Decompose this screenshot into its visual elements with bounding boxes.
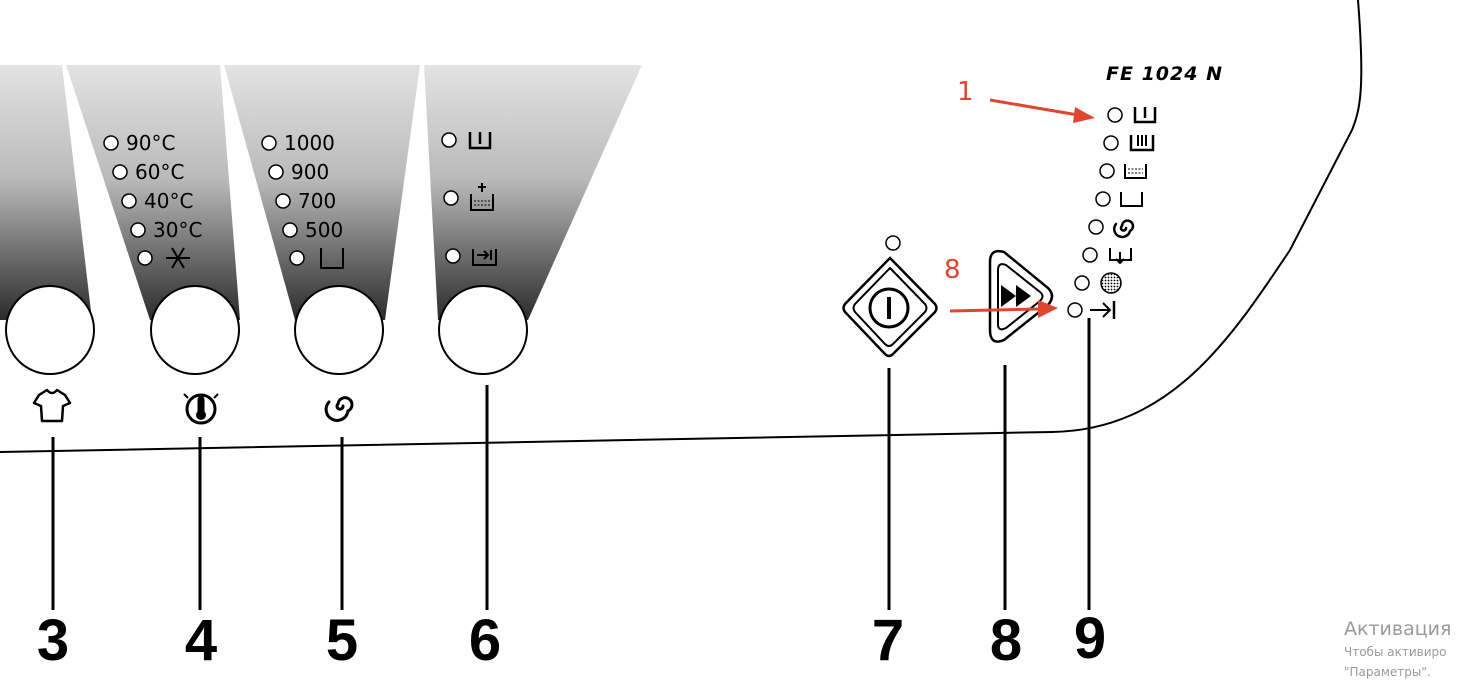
prewash-led [441,132,457,148]
dial-scale-fans [0,65,642,320]
watermark-line-1: Чтобы активиро [1344,645,1447,659]
temperature-options: 90°C 60°C 40°C 30°C [103,131,202,242]
spin-icon [1113,219,1135,239]
extra-rinse-led [443,190,459,206]
model-label: FE 1024 N [1106,63,1223,85]
spin-options: 1000 900 700 500 [261,131,343,242]
annotation-8: 8 [944,255,961,285]
main-wash-icon [1129,135,1155,152]
drain-icon [1120,192,1143,207]
annotation-1: 1 [957,77,974,107]
temperature-option-led [130,222,146,238]
indicator-rinse [1099,163,1147,179]
watermark-line-2: "Параметры". [1344,665,1431,679]
spin-knob[interactable] [294,285,384,375]
spin-option-led [282,222,298,238]
indicator-rinse-hold [1082,247,1132,265]
fan-knob-4 [66,65,240,320]
thermometer-icon [183,393,219,425]
quick-wash-led [445,248,461,264]
callout-4: 4 [185,608,217,673]
no-spin-option [289,248,344,269]
red-annotations: 1 8 [944,77,1095,318]
end-icon [1090,301,1116,319]
spin-option-led [275,193,291,209]
rinse-icon [1124,164,1147,179]
callout-5: 5 [326,608,358,673]
watermark-title: Активация [1344,618,1452,640]
arrow-head-1 [1073,107,1095,123]
cold-option-led [137,250,153,266]
fan-knob-5 [224,65,420,320]
spin-option-led [261,135,277,151]
callout-numbers: 3 4 5 6 7 8 9 [37,606,1106,673]
start-led [885,235,901,251]
callout-leader-lines [51,318,1091,610]
temperature-knob[interactable] [150,285,240,375]
indicator-end [1067,301,1116,319]
knobs [5,285,528,375]
activation-watermark: Активация Чтобы активиро "Параметры". [1344,616,1473,682]
fast-forward-icon [1001,285,1031,307]
prewash-icon [468,132,492,150]
spin-option-label: 900 [291,160,329,184]
temperature-option-led [103,135,119,151]
rinse-hold-icon [1109,248,1132,265]
indicator-main-wash [1103,135,1155,152]
prewash-icon [1133,107,1157,124]
callout-7: 7 [872,608,904,673]
spiral-spin-icon [324,396,354,422]
fan-knob-3 [0,65,92,320]
spin-option-led [268,164,284,180]
spin-option-label: 1000 [284,131,335,155]
start-pause-button[interactable] [842,235,938,358]
temperature-option-led [121,193,137,209]
temperature-option-label: 60°C [135,160,184,184]
fast-forward-button[interactable] [988,249,1054,343]
cold-option [137,247,190,269]
temperature-option-label: 40°C [144,189,193,213]
callout-3: 3 [37,608,69,673]
callout-9: 9 [1074,606,1106,671]
shirt-icon [32,388,72,423]
temperature-option-label: 30°C [153,218,202,242]
spin-option-label: 500 [305,218,343,242]
cold-snowflake-icon [166,247,190,269]
program-knob[interactable] [5,285,95,375]
extra-rinse-icon [470,183,494,211]
callout-8: 8 [990,608,1022,673]
phase-indicators [1067,107,1157,319]
night-icon [1100,272,1122,294]
temperature-option-label: 90°C [126,131,175,155]
callout-6: 6 [469,608,501,673]
spin-option-label: 700 [298,189,336,213]
no-spin-tub-icon [320,248,344,269]
indicator-night [1074,272,1122,294]
indicator-spin [1088,219,1135,239]
indicator-drain [1095,191,1143,207]
panel-outline [0,0,1363,453]
indicator-prewash [1107,107,1157,124]
option-knob[interactable] [438,285,528,375]
temperature-option-led [112,164,128,180]
quick-icon [472,249,497,266]
fan-knob-6 [424,65,642,320]
arrow-head-8 [1038,300,1058,318]
no-spin-led [289,250,305,266]
knob6-options [441,132,497,266]
